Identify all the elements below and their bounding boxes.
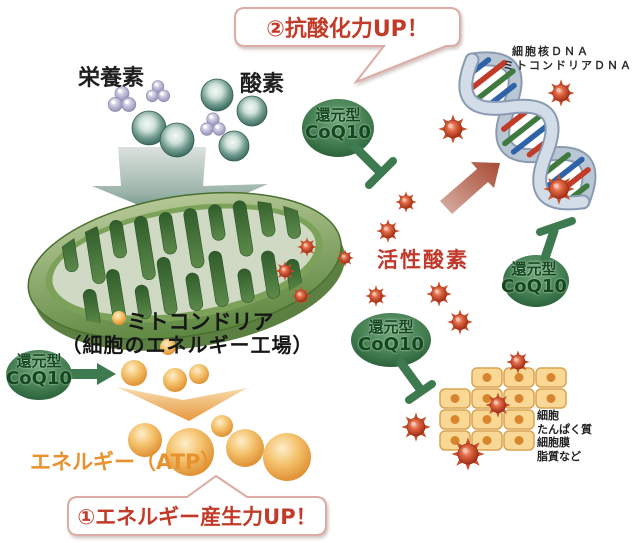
coq10-badge	[503, 255, 569, 307]
nutrients-label: 栄養素	[78, 66, 145, 91]
mitochondria-sub-label: （細胞のエネルギー工場）	[61, 333, 314, 357]
cell-target-item: 細胞	[537, 409, 559, 422]
coq10-line1: 還元型	[368, 318, 414, 336]
ros-particle	[447, 309, 473, 335]
ros-particle	[543, 173, 575, 205]
dna-label-line1: 細胞核ＤＮＡ	[512, 45, 590, 58]
atp-sphere	[211, 415, 233, 437]
mitochondria-illustration	[27, 191, 345, 351]
coq10-badge-label: 還元型 CoQ10	[349, 319, 433, 354]
coq10-line1: 還元型	[16, 352, 62, 370]
ros-particle	[336, 249, 354, 267]
oxygen-spheres	[131, 78, 268, 162]
speech-bubble-bottom	[67, 474, 327, 536]
coq10-badge	[351, 313, 431, 367]
ros-particle	[401, 412, 431, 442]
reactive-oxygen-label: 活性酸素	[377, 248, 469, 272]
cells-grid	[439, 367, 567, 451]
coq10-line2: CoQ10	[6, 368, 72, 389]
coq10-line2: CoQ10	[358, 334, 424, 355]
coq10-line1: 還元型	[315, 106, 361, 124]
atp-sphere	[121, 360, 147, 386]
energy-atp-label: エネルギー（ATP）	[30, 450, 222, 474]
ros-particle	[365, 285, 387, 307]
atp-output	[112, 311, 311, 481]
inhibit-t-bar	[365, 157, 397, 189]
inhibit-t-bar	[396, 358, 425, 394]
atp-sphere	[263, 433, 311, 481]
atp-sphere	[112, 311, 126, 325]
ros-particle	[547, 79, 575, 107]
oxygen-sphere	[200, 78, 234, 112]
dna-helix-illustration	[458, 51, 597, 211]
ros-attack-arrow	[440, 162, 500, 214]
nutrient-cluster	[200, 112, 226, 136]
atp-sphere	[166, 428, 214, 476]
mitochondria-label: ミトコンドリア	[126, 310, 274, 334]
coq10-line2: CoQ10	[305, 122, 371, 143]
inhibition-bars	[344, 136, 576, 404]
atp-sphere	[226, 429, 264, 467]
ros-particle	[438, 114, 468, 144]
nutrient-cluster	[145, 80, 171, 103]
energy-arrow	[117, 387, 247, 421]
ros-particle	[426, 281, 452, 307]
ros-particle	[485, 392, 511, 418]
oxygen-sphere	[159, 122, 195, 158]
oxygen-sphere	[218, 130, 250, 162]
ros-particle	[506, 350, 530, 374]
ros-particle	[376, 219, 400, 243]
energy-up-label: ①エネルギー産生力UP！	[77, 505, 317, 529]
coq10-badge-label: 還元型 CoQ10	[492, 261, 576, 296]
dna-label-line2: ミトコンドリアＤＮＡ	[503, 59, 633, 72]
intake-arrow	[92, 147, 268, 222]
inhibit-t-bar	[344, 136, 385, 177]
inhibit-t-bar	[405, 380, 436, 404]
ros-particle	[451, 437, 485, 471]
promote-arrow	[68, 363, 116, 385]
cell-target-item: 細胞膜	[537, 436, 570, 449]
cell-target-item: たんぱく質	[537, 422, 592, 436]
ros-particle	[275, 261, 295, 281]
coq10-line1: 還元型	[511, 260, 557, 278]
coq10-badge	[6, 350, 72, 400]
atp-sphere	[189, 364, 209, 384]
cristae	[60, 192, 303, 328]
ros-particle	[395, 191, 417, 213]
antioxidant-up-label: ②抗酸化力UP！	[266, 17, 429, 42]
ros-particle	[291, 286, 311, 306]
cell-target-item: 脂質など	[537, 449, 581, 463]
cell-targets-list: 細胞 たんぱく質 細胞膜 脂質など	[537, 409, 592, 463]
atp-sphere	[160, 339, 176, 355]
coq10-badge-label: 還元型 CoQ10	[0, 353, 81, 388]
inhibit-t-bar	[540, 226, 559, 263]
inhibit-t-bar	[536, 217, 576, 236]
atp-sphere	[163, 368, 187, 392]
speech-bubble-top	[234, 7, 461, 85]
coq10-line2: CoQ10	[501, 276, 567, 297]
coq10-badge-label: 還元型 CoQ10	[296, 107, 380, 142]
atp-sphere	[128, 423, 162, 457]
ros-particle	[297, 237, 317, 257]
oxygen-sphere	[236, 95, 268, 127]
oxygen-label: 酸素	[240, 72, 285, 97]
